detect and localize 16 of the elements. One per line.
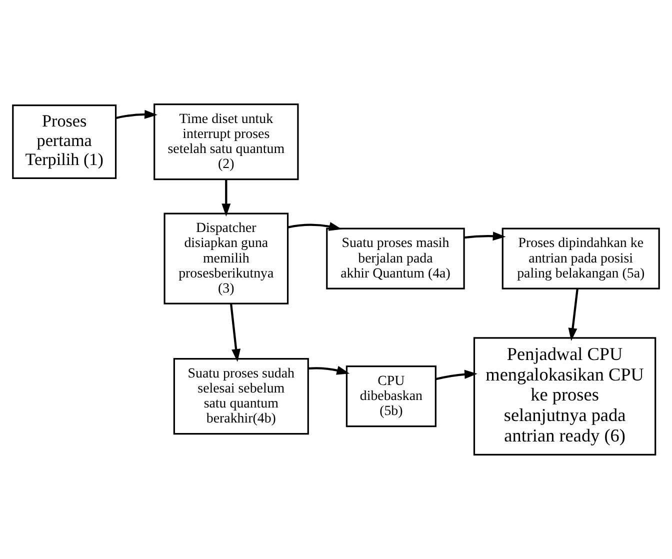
node-box: Dispatcher disiapkan guna memilih prosesberikutnya (3) [164,212,289,304]
arrow [308,366,350,375]
node-box: Proses dipindahkan ke antrian pada posisi paling belakangan (5a) [502,228,660,290]
node-box: Time diset untuk interrupt proses setelah satu quantum (2) [154,103,299,180]
node-box: Penjadwal CPU mengalokasikan CPU ke proses selanjutnya pada antrian ready (6) [473,337,656,456]
arrow [568,288,578,341]
node-box: Suatu proses masih berjalan pada akhir Quantum (4a) [326,228,465,290]
arrow [230,304,241,362]
arrow [288,222,342,231]
node-box: Suatu proses sudah selesai sebelum satu quantum berakhir(4b) [173,358,309,435]
arrow [464,232,506,241]
arrow [116,110,158,120]
node-box: Proses pertama Terpilih (1) [12,104,117,180]
arrow [222,179,231,216]
arrow [436,370,478,380]
node-box: CPU dibebaskan (5b) [346,366,436,428]
